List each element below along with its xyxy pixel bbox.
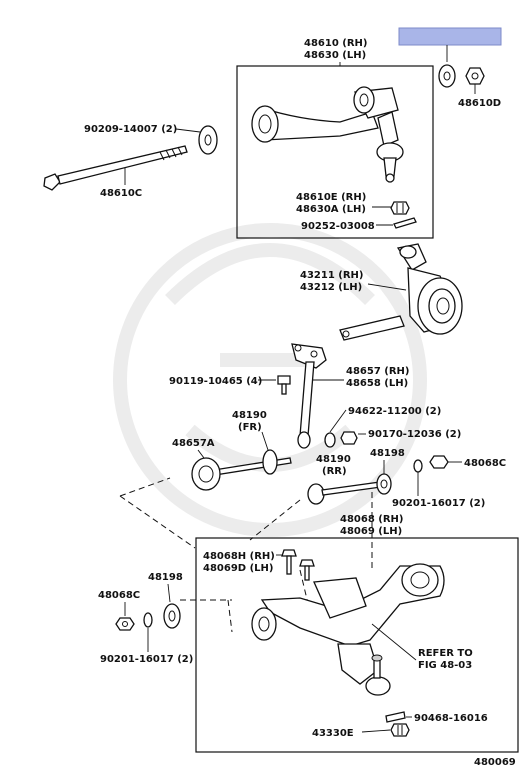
- washer-90201-left[interactable]: [143, 612, 153, 628]
- nut-48610d[interactable]: [465, 67, 485, 85]
- bolt-48068h[interactable]: [281, 549, 297, 575]
- label-90209: 90209-14007 (2): [84, 124, 177, 135]
- upper-arm-frame: [236, 65, 434, 239]
- nut-48069d[interactable]: [299, 559, 315, 581]
- nut-48068c-right[interactable]: [429, 455, 449, 469]
- label-48190-rr-sub: (RR): [322, 466, 347, 477]
- label-48198-top: 48198: [370, 448, 405, 459]
- bolt-90119[interactable]: [277, 375, 291, 395]
- washer-90209[interactable]: [198, 125, 218, 155]
- label-48190-rr: 48190: [316, 454, 351, 465]
- label-48610c: 48610C: [100, 188, 142, 199]
- label-43212: 43212 (LH): [300, 282, 362, 293]
- label-48610: 48610 (RH): [304, 38, 367, 49]
- castle-nut-43330e[interactable]: [390, 723, 410, 737]
- label-90170: 90170-12036 (2): [368, 429, 461, 440]
- bushing-48657a[interactable]: [191, 457, 221, 491]
- label-48630: 48630 (LH): [304, 50, 366, 61]
- nut-90170[interactable]: [340, 431, 358, 445]
- refer-to-label: REFER TO: [418, 648, 473, 659]
- washer-48610d[interactable]: [438, 64, 456, 88]
- label-48198-left: 48198: [148, 572, 183, 583]
- washer-90201-right[interactable]: [413, 459, 423, 473]
- label-90119: 90119-10465 (4): [169, 376, 262, 387]
- label-48190-fr-sub: (FR): [238, 422, 262, 433]
- label-48630a: 48630A (LH): [296, 204, 366, 215]
- label-48610d: 48610D: [458, 98, 501, 109]
- stabilizer-link-48657[interactable]: [291, 343, 327, 449]
- label-48657: 48657 (RH): [346, 366, 409, 377]
- label-48190-fr: 48190: [232, 410, 267, 421]
- label-90201-left: 90201-16017 (2): [100, 654, 193, 665]
- label-90468: 90468-16016: [414, 713, 488, 724]
- label-48068c-left: 48068C: [98, 590, 140, 601]
- label-94622: 94622-11200 (2): [348, 406, 441, 417]
- label-90201-right: 90201-16017 (2): [392, 498, 485, 509]
- label-43330e: 43330E: [312, 728, 354, 739]
- label-48658: 48658 (LH): [346, 378, 408, 389]
- diagram-id: 480069: [474, 757, 516, 768]
- label-48068h: 48068H (RH): [203, 551, 275, 562]
- upper-control-arm[interactable]: [251, 86, 404, 183]
- label-48069: 48069 (LH): [340, 526, 402, 537]
- cotter-pin-90468[interactable]: [385, 711, 406, 723]
- label-48068: 48068 (RH): [340, 514, 403, 525]
- cotter-pin-90252[interactable]: [393, 217, 417, 229]
- bushing-48198-top[interactable]: [376, 473, 392, 495]
- highlight-box[interactable]: [398, 27, 502, 46]
- strut-bar-48190-fr[interactable]: [213, 449, 292, 476]
- label-43211: 43211 (RH): [300, 270, 363, 281]
- label-48069d: 48069D (LH): [203, 563, 273, 574]
- bushing-48198-left[interactable]: [163, 603, 181, 629]
- steering-knuckle-43211[interactable]: [339, 243, 463, 341]
- refer-to-fig: FIG 48-03: [418, 660, 472, 671]
- lower-control-arm[interactable]: [251, 563, 445, 696]
- label-48068c-right: 48068C: [464, 458, 506, 469]
- label-48657a: 48657A: [172, 438, 215, 449]
- nut-48068c-left[interactable]: [115, 617, 135, 631]
- castle-nut-48610e[interactable]: [390, 201, 410, 215]
- strut-bar-48190-rr[interactable]: [307, 481, 382, 505]
- lower-arm-frame: [195, 537, 519, 753]
- label-48610e: 48610E (RH): [296, 192, 366, 203]
- long-bolt-48610c[interactable]: [43, 145, 188, 191]
- washer-94622[interactable]: [324, 432, 336, 448]
- dashed-guides: [119, 477, 373, 633]
- label-90252: 90252-03008: [301, 221, 375, 232]
